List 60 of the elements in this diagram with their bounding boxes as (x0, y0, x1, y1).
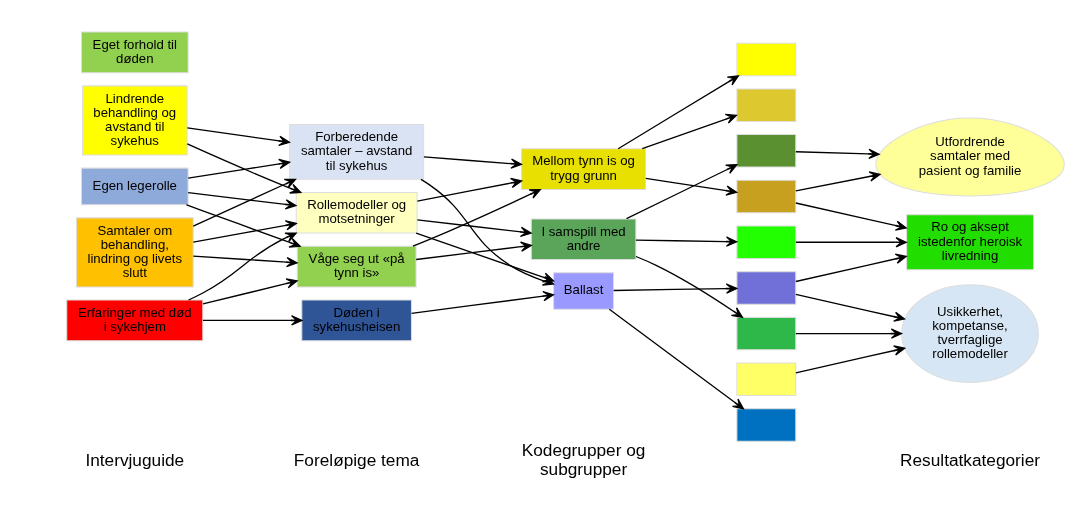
arrow (186, 142, 302, 194)
node-box (736, 407, 797, 442)
arrow (795, 201, 907, 231)
label: Kodegrupper og subgrupper (521, 439, 646, 479)
arrow (795, 236, 907, 247)
arrow (192, 254, 298, 267)
arrow (202, 314, 303, 326)
node-box (736, 225, 797, 259)
node-box (736, 133, 797, 168)
node-box: Lindrende behandling og avstand til sykehus (82, 84, 188, 155)
label: Resultatkategorier (900, 449, 1041, 470)
node-box: Ro og aksept istedenfor heroisk livredning (906, 213, 1034, 270)
arrow (192, 219, 297, 243)
arrow (608, 308, 745, 409)
arrow (635, 235, 738, 247)
node-box: I samspill med andre (530, 217, 637, 260)
arrow (625, 163, 738, 219)
label: Intervjuguide (85, 449, 185, 470)
arrow (795, 253, 907, 282)
node-box (736, 179, 797, 213)
arrow (635, 255, 744, 318)
arrow (645, 177, 738, 196)
arrow (795, 293, 906, 322)
arrow (187, 231, 297, 301)
arrow (795, 170, 881, 192)
node-box (736, 362, 797, 396)
arrow (416, 177, 523, 202)
node-box: Mellom tynn is og trygg grunn (521, 147, 646, 190)
arrow (617, 74, 740, 149)
node-box: Døden i sykehusheisen (301, 299, 412, 341)
arrow (192, 178, 297, 227)
arrow (795, 344, 906, 374)
node-box: Erfaringer med død i sykehjem (66, 299, 204, 341)
arrow (187, 191, 297, 210)
arrow (795, 327, 903, 339)
node-box: Samtaler om behandling, lindring og livets slutt (75, 216, 194, 287)
node-box (736, 87, 797, 122)
arrow (186, 126, 291, 146)
arrow (423, 155, 523, 169)
arrow (185, 203, 301, 248)
node-box: Våge seg ut «på tynn is» (296, 245, 417, 287)
node-box: Egen legerolle (80, 167, 189, 205)
arrow (412, 188, 541, 247)
arrow (187, 158, 291, 179)
node-box: Ballast (553, 271, 615, 310)
arrow (416, 218, 532, 237)
arrow (202, 277, 298, 305)
label: Foreløpige tema (293, 449, 420, 470)
node-box (736, 316, 797, 350)
node-box: Forberedende samtaler – avstand til sykehus (289, 123, 425, 180)
arrow (795, 148, 880, 159)
node-box: Rollemodeller og motsetninger (295, 191, 418, 234)
arrow (641, 113, 738, 149)
arrow (612, 282, 738, 294)
node-ellipse: Usikkerhet, kompetanse, tverrfaglige rollemodeller (901, 283, 1039, 383)
arrow (410, 290, 555, 314)
node-box (736, 42, 797, 76)
node-box: Eget forhold til døden (80, 31, 189, 73)
arrow (415, 241, 532, 260)
node-box (736, 270, 797, 305)
